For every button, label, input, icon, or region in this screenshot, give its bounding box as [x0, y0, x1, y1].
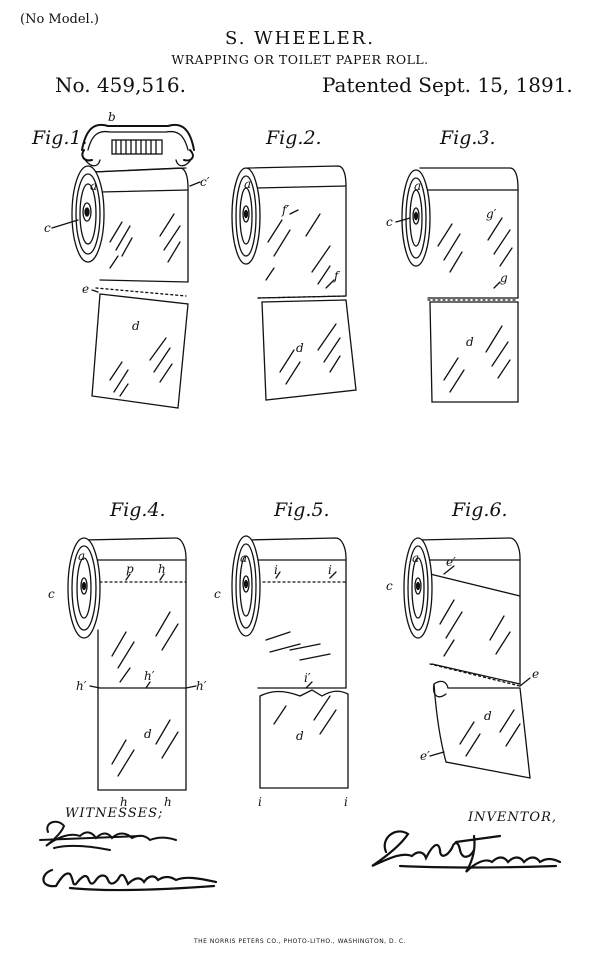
inventor-signature [371, 830, 562, 873]
ref-d: d [296, 341, 304, 355]
hanging-sheet [259, 689, 349, 789]
ref-h-bottom-left: h [120, 795, 128, 809]
ref-h-prime-left: h′ [76, 679, 87, 693]
ref-g-prime: g′ [486, 207, 497, 221]
ref-d: d [132, 319, 140, 333]
figure-1: Fig.1. b [31, 110, 210, 409]
ref-a: a [78, 549, 85, 563]
hanging-sheet [261, 299, 357, 401]
figure-3-label: Fig.3. [439, 127, 496, 149]
hanging-sheet [429, 301, 519, 403]
figure-3: Fig.3. a c g′ g d [386, 127, 519, 403]
hanging-sheet [432, 680, 531, 779]
figure-1-label: Fig.1. [31, 127, 88, 149]
figure-5: Fig.5. a c i i i′ d i i [214, 499, 349, 809]
ref-c: c [386, 579, 393, 593]
ref-i: i [274, 563, 278, 577]
ref-d: d [484, 709, 492, 723]
ref-h-bottom-right: h [164, 795, 172, 809]
ref-d: d [466, 335, 474, 349]
ref-h-prime-mid: h′ [144, 669, 155, 683]
ref-c: c [214, 587, 221, 601]
ref-d: d [144, 727, 152, 741]
ref-c: c [48, 587, 55, 601]
ref-e: e [82, 282, 89, 296]
ref-g: g [500, 271, 508, 285]
ref-a: a [90, 179, 97, 193]
paper-roll [403, 537, 521, 685]
hanging-sheet [91, 293, 189, 409]
witness-signature-1 [39, 820, 177, 851]
ref-i-right: i [328, 563, 332, 577]
no-model-note: (No Model.) [20, 12, 99, 27]
ref-i-bottom-left: i [258, 795, 262, 809]
ref-b: b [108, 110, 116, 124]
printer-imprint: THE NORRIS PETERS CO., PHOTO-LITHO., WAS… [193, 938, 407, 945]
ref-a: a [414, 179, 421, 193]
ref-e-prime-bottom: e′ [420, 749, 430, 763]
ref-c: c [44, 221, 51, 235]
figure-5-label: Fig.5. [273, 499, 330, 521]
ref-i-bottom-right: i [344, 795, 348, 809]
ref-i-prime: i′ [304, 671, 311, 685]
figure-4-label: Fig.4. [109, 499, 166, 521]
ref-d: d [296, 729, 304, 743]
roll-holder-bracket [81, 123, 195, 167]
ref-h-prime-right: h′ [196, 679, 207, 693]
ref-e-prime: e′ [446, 555, 456, 569]
figure-2: Fig.2. a f′ f d [231, 127, 357, 401]
inventor-label: INVENTOR, [468, 810, 558, 825]
ref-f-prime: f′ [281, 203, 289, 217]
ref-a: a [412, 551, 419, 565]
inventor-name-heading: S. WHEELER. [225, 28, 375, 49]
ref-e: e [532, 667, 539, 681]
paper-roll [231, 165, 347, 299]
patent-number: No. 459,516. [55, 73, 186, 97]
paper-roll [401, 167, 519, 299]
ref-h: h [158, 562, 166, 576]
figure-2-label: Fig.2. [265, 127, 322, 149]
witness-signature-2 [42, 868, 218, 892]
paper-roll [231, 535, 347, 689]
paper-roll [67, 537, 187, 791]
paper-roll [71, 165, 189, 283]
ref-c-prime: c′ [200, 175, 210, 189]
figure-6-label: Fig.6. [451, 499, 508, 521]
ref-a: a [240, 551, 247, 565]
witnesses-label: WITNESSES; [65, 806, 164, 821]
figure-4: Fig.4. a c p h h′ h′ h′ d h h [48, 499, 207, 809]
ref-f: f [333, 269, 341, 283]
ref-p: p [126, 562, 134, 576]
ref-c: c [386, 215, 393, 229]
patent-date: Patented Sept. 15, 1891. [322, 73, 573, 97]
figure-6: Fig.6. a c e′ e d e′ [386, 499, 539, 779]
ref-a: a [244, 177, 251, 191]
patent-title: WRAPPING OR TOILET PAPER ROLL. [171, 52, 429, 67]
